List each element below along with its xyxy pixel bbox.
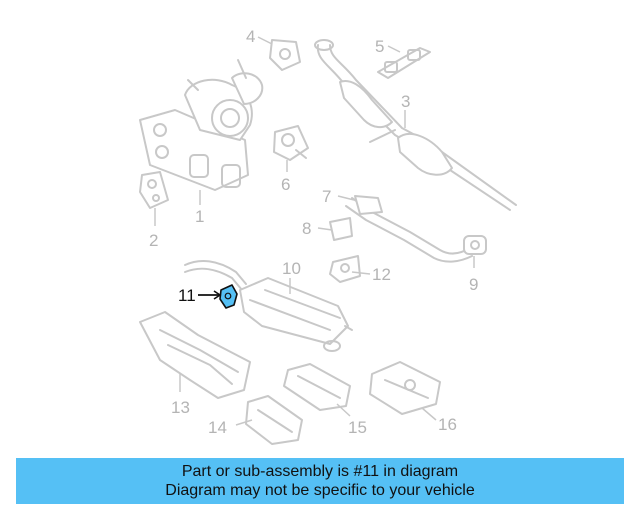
callout-13: 13	[171, 398, 190, 417]
part-12-hanger-bracket	[329, 255, 361, 283]
callout-9: 9	[469, 275, 478, 294]
callout-1: 1	[195, 207, 204, 226]
callout-4: 4	[246, 27, 255, 46]
caption-banner: Part or sub-assembly is #11 in diagram D…	[16, 458, 624, 504]
callout-8: 8	[302, 219, 311, 238]
part-14-shield-plate	[245, 395, 303, 445]
part-7-intermediate-pipe	[345, 195, 473, 263]
callout-6: 6	[281, 175, 290, 194]
lead-line-16	[421, 407, 437, 421]
part-8-hanger	[329, 217, 353, 241]
part-5-bracket	[377, 47, 431, 79]
part-15-heat-shield	[283, 363, 351, 411]
lead-line-4	[257, 36, 273, 45]
part-10-muffler	[184, 259, 353, 352]
part-4-flange-gasket	[269, 39, 301, 71]
part-3-catalytic-converter	[314, 39, 517, 211]
part-16-heat-shield	[369, 361, 441, 415]
callout-2: 2	[149, 231, 158, 250]
arrow-11-icon	[213, 290, 222, 300]
parts-diagram: 1 2 4 5 3 6	[139, 27, 517, 445]
callout-16: 16	[438, 415, 457, 434]
lead-line-14	[235, 419, 253, 426]
callout-10: 10	[282, 259, 301, 278]
callout-15: 15	[348, 418, 367, 437]
part-11-clamp-highlighted[interactable]	[219, 284, 238, 309]
callout-3: 3	[401, 92, 410, 111]
callout-7: 7	[322, 187, 331, 206]
callout-12: 12	[372, 265, 391, 284]
callout-14: 14	[208, 418, 227, 437]
part-1-turbo-manifold	[139, 59, 264, 191]
caption-line-1: Part or sub-assembly is #11 in diagram	[181, 463, 459, 480]
caption-line-2: Diagram may not be specific to your vehi…	[165, 482, 475, 499]
lead-line-12	[351, 271, 371, 275]
callout-11: 11	[178, 286, 196, 305]
lead-line-7	[337, 195, 355, 201]
lead-line-8	[317, 227, 333, 231]
lead-line-15	[336, 403, 351, 417]
part-6-clamp	[273, 125, 309, 161]
lead-line-5	[387, 45, 401, 53]
part-13-heat-shield	[139, 311, 251, 399]
part-2-gasket	[139, 171, 169, 209]
callout-5: 5	[375, 37, 384, 56]
part-9-rubber-mount	[463, 235, 487, 255]
